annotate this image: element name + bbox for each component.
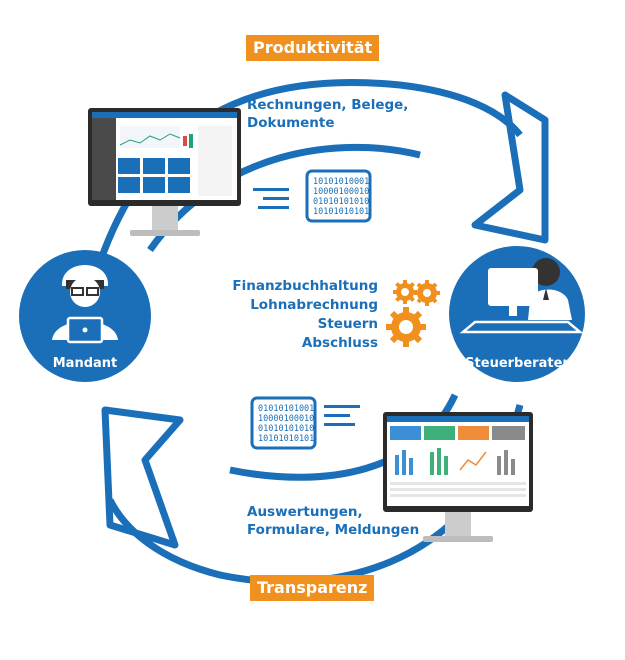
binary-line: 10000100010 (313, 187, 369, 197)
binary-line: 01010101010 (258, 424, 314, 434)
steuerberater-circle (449, 246, 585, 382)
document-icon: 01010101001 10000100010 01010101010 1010… (250, 396, 360, 450)
steuerberater-label: Steuerberater (465, 356, 569, 371)
task-list: Finanzbuchhaltung Lohnabrechnung Steuern… (230, 277, 378, 353)
gear-icon (386, 280, 440, 347)
binary-line: 10101010101 (258, 434, 314, 444)
mandant-circle (19, 250, 151, 382)
bottom-flow-line: Formulare, Meldungen (247, 522, 420, 538)
person-with-laptop-icon (52, 265, 118, 344)
binary-line: 10101010001 (313, 177, 369, 187)
bottom-flow-text: Auswertungen, Formulare, Meldungen (247, 503, 419, 539)
monitor-icon (383, 412, 533, 542)
task-item: Steuern (317, 316, 378, 332)
task-item: Finanzbuchhaltung (232, 278, 378, 294)
task-item: Lohnabrechnung (250, 297, 378, 313)
mandant-label: Mandant (52, 356, 118, 371)
document-icon: 10101010001 10000100010 01010101010 1010… (253, 169, 372, 223)
monitor-icon (88, 108, 241, 236)
binary-line: 10101010101 (313, 207, 369, 217)
transparency-label: Transparenz (250, 575, 375, 601)
advisor-at-monitor-icon (459, 258, 584, 334)
top-flow-line: Dokumente (247, 115, 335, 131)
top-flow-text: Rechnungen, Belege, Dokumente (247, 96, 408, 132)
binary-line: 01010101001 (258, 404, 314, 414)
bottom-flow-line: Auswertungen, (247, 504, 363, 520)
task-item: Abschluss (301, 335, 378, 351)
binary-line: 10000100010 (258, 414, 314, 424)
productivity-label: Produktivität (246, 35, 380, 61)
top-flow-line: Rechnungen, Belege, (247, 97, 409, 113)
binary-line: 01010101010 (313, 197, 369, 207)
